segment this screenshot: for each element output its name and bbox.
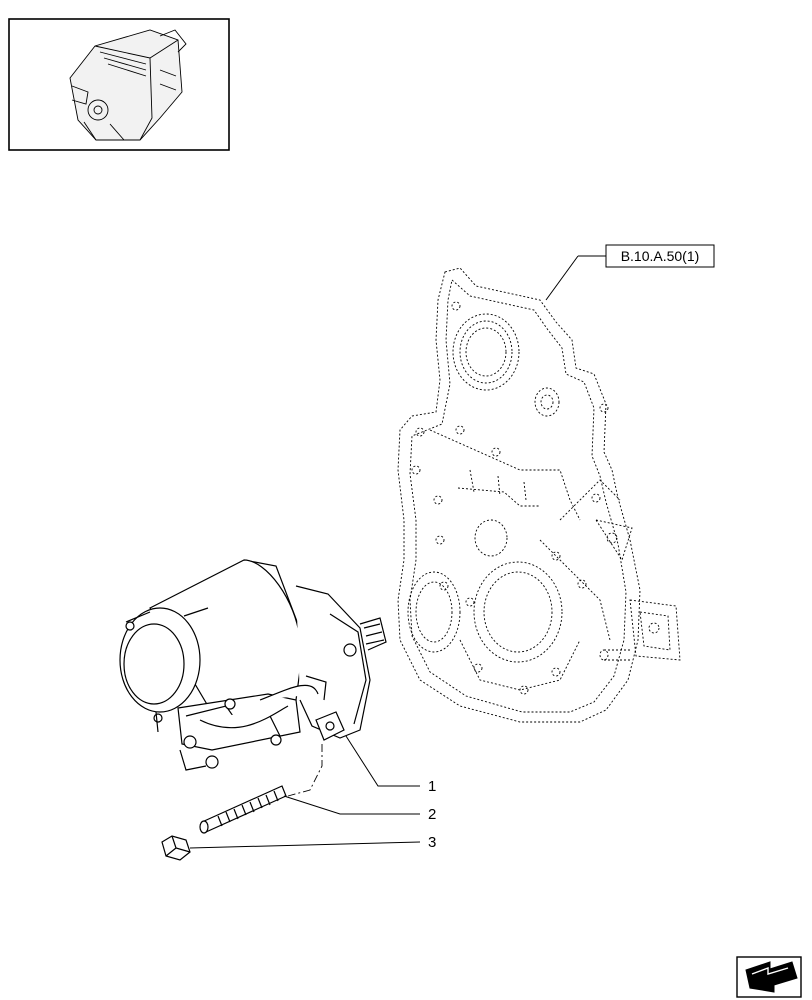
stud[interactable]: [199, 785, 287, 834]
engine-thumbnail-icon: [69, 29, 187, 141]
arrow-icon: [745, 961, 798, 993]
reference-label-text: B.10.A.50(1): [621, 248, 700, 264]
starter-motor[interactable]: [119, 559, 387, 771]
callout-1: 1: [428, 778, 436, 795]
callout-leaders: [189, 735, 421, 849]
flywheel-housing: [397, 267, 681, 723]
nav-arrow-button[interactable]: [736, 956, 802, 998]
assembly-axis-line: [287, 744, 323, 797]
callout-3: 3: [428, 834, 436, 851]
callout-2: 2: [428, 806, 436, 823]
nut[interactable]: [161, 835, 191, 861]
reference-label[interactable]: B.10.A.50(1): [545, 244, 715, 301]
engine-thumbnail[interactable]: [8, 18, 230, 151]
